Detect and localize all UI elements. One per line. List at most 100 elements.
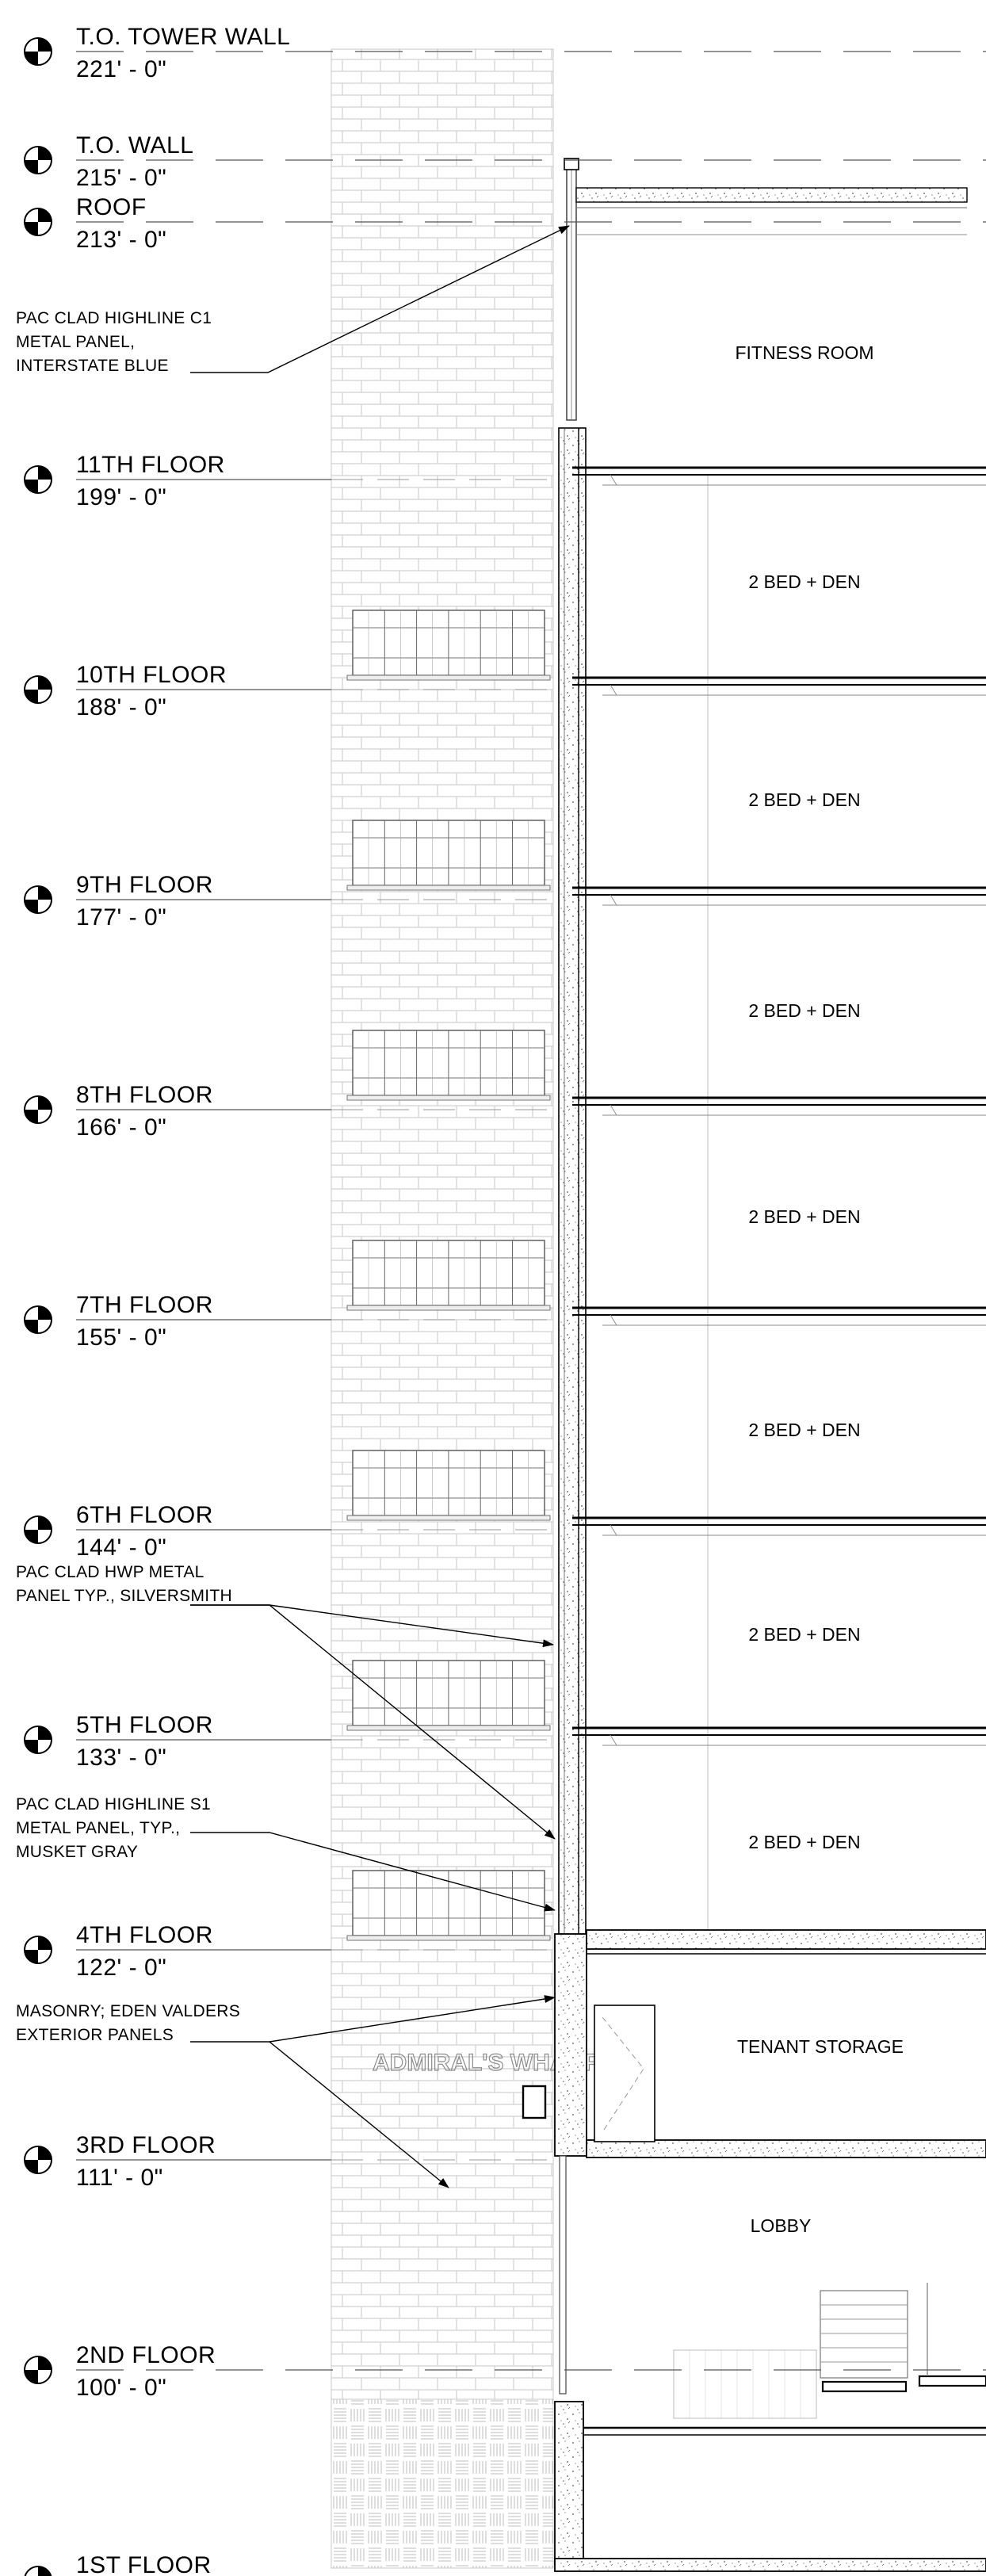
material-note: MASONRY; EDEN VALDERS EXTERIOR PANELS [16,2002,240,2044]
level-elevation: 177' - 0" [76,904,166,931]
level-name: 6TH FLOOR [76,1502,213,1528]
sign-light-box [522,2085,547,2119]
note-line: PAC CLAD HIGHLINE S1 [16,1795,211,1814]
ceiling-hanger [610,474,617,486]
floor-slab [572,1306,986,1326]
slab-3rd [586,2139,986,2158]
note-leader-arrow [269,2041,449,2188]
facade-window [346,1870,551,1941]
level-elevation: 133' - 0" [76,1745,166,1771]
note-line: PAC CLAD HWP METAL [16,1563,204,1581]
level-marker: 1ST FLOOR90' - 0" [24,2552,212,2576]
level-datum-quadrant [25,1530,38,1543]
floor-slab [572,1726,986,1746]
level-datum-quadrant [38,38,52,52]
level-datum-quadrant [25,1740,38,1753]
stair-landing [821,2380,908,2393]
facade-window [346,1660,551,1731]
level-name: 3RD FLOOR [76,2132,216,2158]
window-sill [346,1935,551,1941]
floor-slab [572,1096,986,1116]
level-datum-quadrant [25,52,38,65]
ground-slab [554,2558,986,2572]
level-marker: 8TH FLOOR 166' - 0" [24,1082,555,1141]
facade-elevation: ADMIRAL'S WHARF [331,48,599,2569]
level-datum-quadrant [25,2370,38,2383]
note-line: PANEL TYP., SILVERSMITH [16,1587,232,1605]
storage-door [594,2005,655,2142]
level-elevation: 199' - 0" [76,484,166,510]
window-sill [346,1305,551,1311]
level-elevation: 188' - 0" [76,694,166,720]
note-line: INTERSTATE BLUE [16,357,169,375]
room-label: TENANT STORAGE [737,2036,904,2057]
room-label: 2 BED + DEN [748,789,860,810]
level-datum-quadrant [38,2146,52,2160]
room-label: 2 BED + DEN [748,571,860,592]
parapet-cap [564,158,579,170]
note-line: PAC CLAD HIGHLINE C1 [16,309,212,327]
level-name: T.O. TOWER WALL [76,24,290,50]
note-line: MUSKET GRAY [16,1843,138,1861]
level-marker: 4TH FLOOR 122' - 0" [24,1922,555,1981]
level-datum-quadrant [38,1306,52,1320]
floor-slab [572,466,986,486]
note-line: MASONRY; EDEN VALDERS [16,2002,240,2020]
level-datum-quadrant [38,466,52,480]
level-datum-quadrant [38,2356,52,2370]
level-name: 10TH FLOOR [76,662,227,688]
level-marker: 9TH FLOOR 177' - 0" [24,872,555,931]
level-elevation: 111' - 0" [76,2165,163,2191]
ceiling-hanger [610,684,617,696]
facade-window [346,820,551,891]
ceiling-hanger [610,1314,617,1326]
level-elevation: 100' - 0" [76,2375,166,2401]
level-elevation: 166' - 0" [76,1114,166,1141]
level-name: T.O. WALL [76,132,193,159]
window-sill [346,1725,551,1731]
level-name: 4TH FLOOR [76,1922,213,1948]
ceiling-hanger [610,1524,617,1536]
note-leader-arrow [190,1832,556,1912]
exterior-wall-assembly [558,427,587,1935]
level-datum-quadrant [38,1096,52,1110]
level-datum-quadrant [25,222,38,235]
level-datum-quadrant [25,480,38,493]
note-line: EXTERIOR PANELS [16,2026,174,2044]
floor-slab [572,886,986,906]
level-name: 9TH FLOOR [76,872,213,898]
basketweave-base-panels [331,2398,554,2569]
level-name: 1ST FLOOR [76,2552,212,2576]
room-label: LOBBY [751,2215,812,2236]
level-name: ROOF [76,194,147,220]
level-name: 8TH FLOOR [76,1082,213,1108]
level-elevation: 144' - 0" [76,1535,166,1561]
lobby-counter [673,2349,817,2419]
ceiling-hanger [610,1104,617,1116]
level-marker: 6TH FLOOR 144' - 0" [24,1502,555,1561]
brick-masonry-wall [331,48,554,2400]
level-datum-quadrant [38,2566,52,2576]
lobby-stair [820,2290,908,2379]
level-name: 5TH FLOOR [76,1712,213,1738]
level-elevation: 122' - 0" [76,1955,166,1981]
floor-slab [572,676,986,696]
room-label: 2 BED + DEN [748,1624,860,1645]
podium-slab-4th [586,1929,986,1950]
level-datum-quadrant [25,690,38,703]
facade-window [346,610,551,681]
material-note: PAC CLAD HWP METAL PANEL TYP., SILVERSMIT… [16,1563,232,1605]
level-datum-quadrant [38,676,52,690]
roof-slab [575,187,968,203]
floor-slab [572,1516,986,1536]
window-sill [346,885,551,891]
